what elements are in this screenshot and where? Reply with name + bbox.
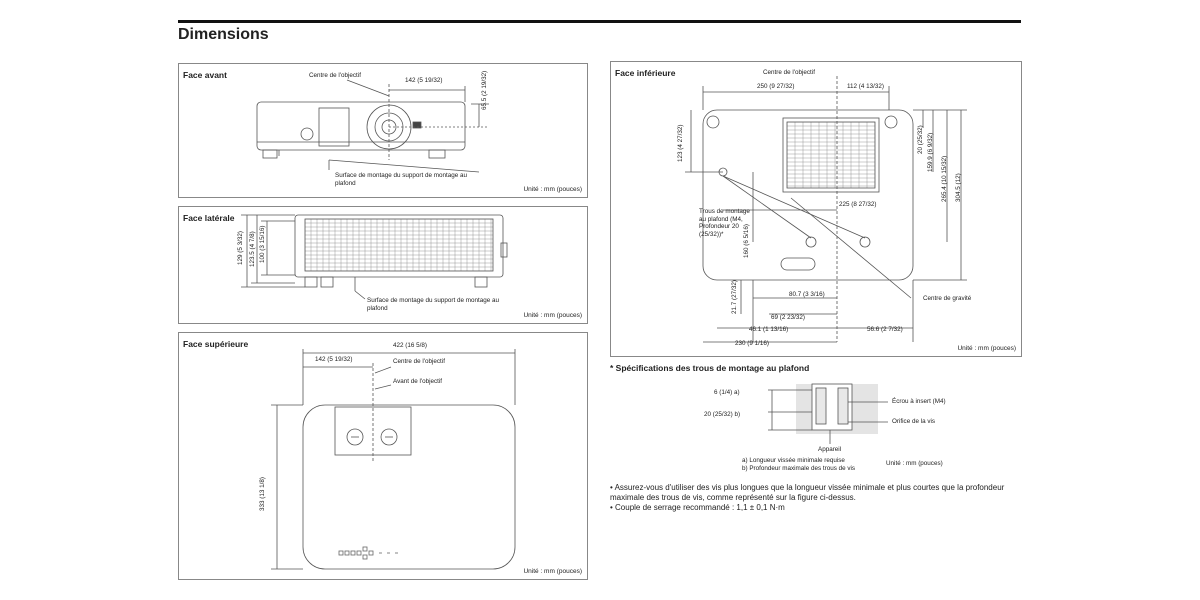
- bottom-dim-69: 69 (2 23/32): [771, 314, 805, 321]
- top-lens-front-label: Avant de l'objectif: [393, 378, 443, 385]
- spec-title: * Spécifications des trous de montage au…: [610, 363, 810, 373]
- spec-note-a: a) Longueur vissée minimale requise: [742, 457, 845, 464]
- side-view-drawing: [241, 214, 508, 300]
- bottom-holes-label: Trous de montage au plafond (M4, Profond…: [699, 208, 750, 238]
- top-view-drawing: [271, 349, 516, 570]
- front-lens-center-label: Centre de l'objectif: [309, 72, 361, 79]
- side-height-inner: 100 (3 15/16): [259, 225, 266, 263]
- top-lens-center-label: Centre de l'objectif: [393, 358, 445, 365]
- top-width-total: 422 (16 5/8): [393, 342, 427, 349]
- top-depth-dim: 333 (13 1/8): [259, 477, 266, 511]
- bottom-dim-56: 56.6 (2 7/32): [867, 326, 903, 333]
- panel-title-bottom: Face inférieure: [615, 68, 676, 78]
- panel-side-view: Face latérale 129 (5 3/: [178, 206, 588, 324]
- bottom-dim-20: 20 (25/32): [917, 125, 924, 154]
- side-unit-label: Unité : mm (pouces): [523, 312, 582, 319]
- panel-title-side: Face latérale: [183, 213, 235, 223]
- panel-top-view: Face supérieure: [178, 332, 588, 580]
- panel-bottom-view: Face inférieure: [610, 61, 1022, 357]
- bottom-dim-250: 250 (9 27/32): [757, 83, 795, 90]
- bottom-dim-159: 159.9 (6 9/32): [927, 132, 934, 172]
- side-mount-surface-label: Surface de montage du support de montage…: [367, 297, 499, 312]
- top-lens-offset: 142 (5 19/32): [315, 356, 353, 363]
- top-unit-label: Unité : mm (pouces): [523, 568, 582, 575]
- bottom-gravity-label: Centre de gravité: [923, 295, 972, 302]
- bottom-dim-225: 225 (8 27/32): [839, 201, 877, 208]
- side-height-body: 123.5 (4 7/8): [249, 231, 256, 267]
- bottom-dim-80: 80.7 (3 3/16): [789, 291, 825, 298]
- front-view-drawing: [256, 79, 489, 173]
- spec-dim-b: 20 (25/32) b): [704, 411, 741, 418]
- note-item: • Assurez-vous d'utiliser des vis plus l…: [610, 483, 1005, 502]
- spec-insert-nut: Écrou à insert (M4): [892, 398, 946, 405]
- notes-list: • Assurez-vous d'utiliser des vis plus l…: [610, 483, 1022, 513]
- spec-screw-hole: Orifice de la vis: [892, 418, 936, 425]
- panel-title-top: Face supérieure: [183, 339, 249, 349]
- front-mount-surface-label: Surface de montage du support de montage…: [335, 172, 467, 187]
- bottom-unit-label: Unité : mm (pouces): [957, 345, 1016, 352]
- panel-front-view: Face avant: [178, 63, 588, 198]
- bottom-lens-center-label: Centre de l'objectif: [763, 69, 815, 76]
- bottom-dim-230: 230 (9 1/16): [735, 340, 769, 347]
- front-height-dim: 65.5 (2 19/32): [481, 70, 488, 110]
- spec-device: Appareil: [818, 446, 842, 453]
- bottom-dim-304: 304.5 (12): [955, 173, 962, 202]
- bottom-dim-21: 21.7 (27/32): [731, 280, 738, 314]
- bottom-dim-46: 46.1 (1 13/16): [749, 326, 789, 333]
- front-width-dim: 142 (5 19/32): [405, 77, 443, 84]
- side-height-total: 129 (5 3/32): [237, 231, 244, 265]
- header-rule: [178, 20, 1021, 23]
- spec-dim-a: 6 (1/4) a): [714, 389, 740, 396]
- bottom-dim-123: 123 (4 27/32): [677, 124, 684, 162]
- bottom-dim-265: 265.4 (10 15/32): [941, 155, 948, 202]
- page-title: Dimensions: [178, 26, 269, 43]
- spec-note-b: b) Profondeur maximale des trous de vis: [742, 465, 856, 472]
- front-unit-label: Unité : mm (pouces): [523, 186, 582, 193]
- note-item: • Couple de serrage recommandé : 1,1 ± 0…: [610, 503, 785, 512]
- panel-title-front: Face avant: [183, 70, 227, 80]
- spec-unit: Unité : mm (pouces): [886, 460, 943, 467]
- bottom-view-drawing: [685, 76, 967, 343]
- bottom-dim-112: 112 (4 13/32): [847, 83, 884, 90]
